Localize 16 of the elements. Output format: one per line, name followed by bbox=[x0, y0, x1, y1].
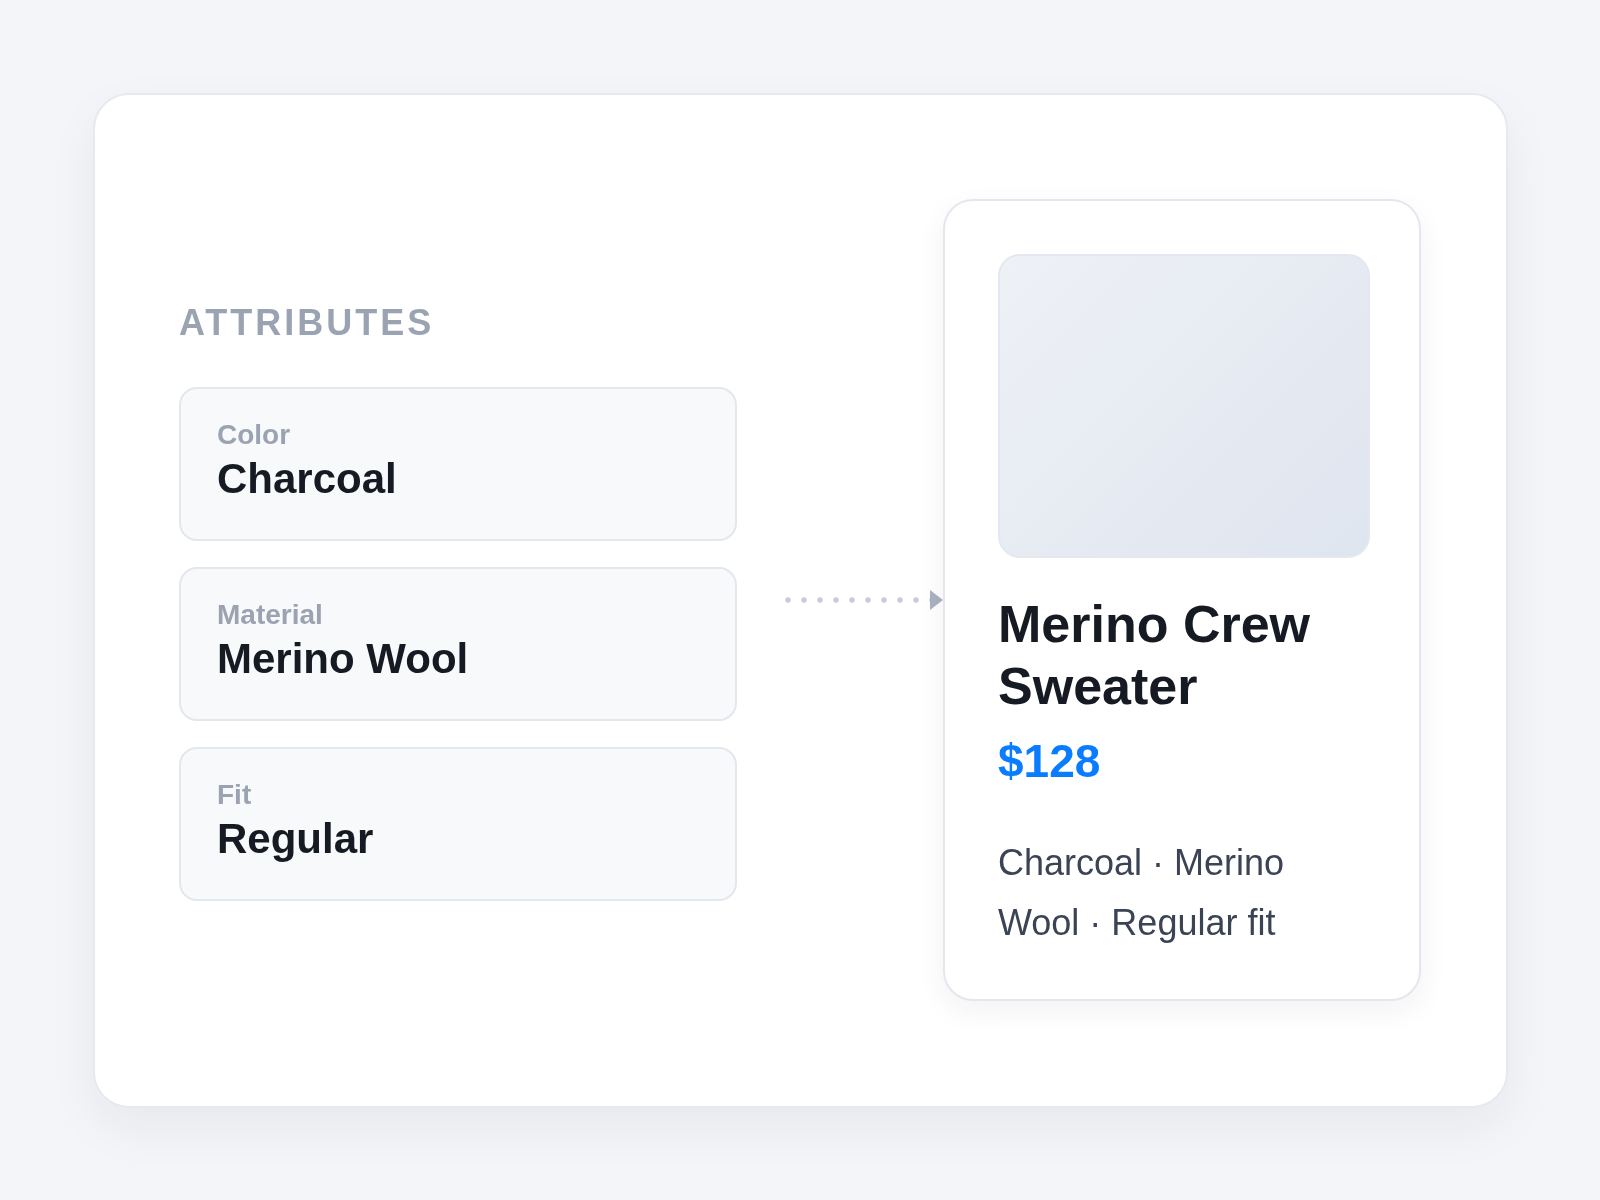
attribute-name: Fit bbox=[217, 779, 252, 811]
image-placeholder bbox=[998, 254, 1370, 558]
price: $128 bbox=[998, 734, 1101, 788]
attribute-value: Charcoal bbox=[217, 455, 397, 503]
attribute-card bbox=[179, 747, 737, 901]
attribute-card bbox=[179, 567, 737, 721]
product-description: Charcoal · Merino Wool · Regular fit bbox=[998, 841, 1286, 945]
attribute-card bbox=[179, 387, 737, 541]
attribute-value: Merino Wool bbox=[217, 635, 469, 683]
product-card bbox=[943, 199, 1421, 1001]
section-heading: ATTRIBUTES bbox=[179, 302, 435, 344]
attribute-name: Material bbox=[217, 599, 323, 631]
product-title: Merino Crew Sweater bbox=[998, 594, 1312, 717]
attribute-value: Regular bbox=[217, 815, 374, 863]
dotted-arrow bbox=[785, 590, 944, 610]
attribute-name: Color bbox=[217, 419, 291, 451]
